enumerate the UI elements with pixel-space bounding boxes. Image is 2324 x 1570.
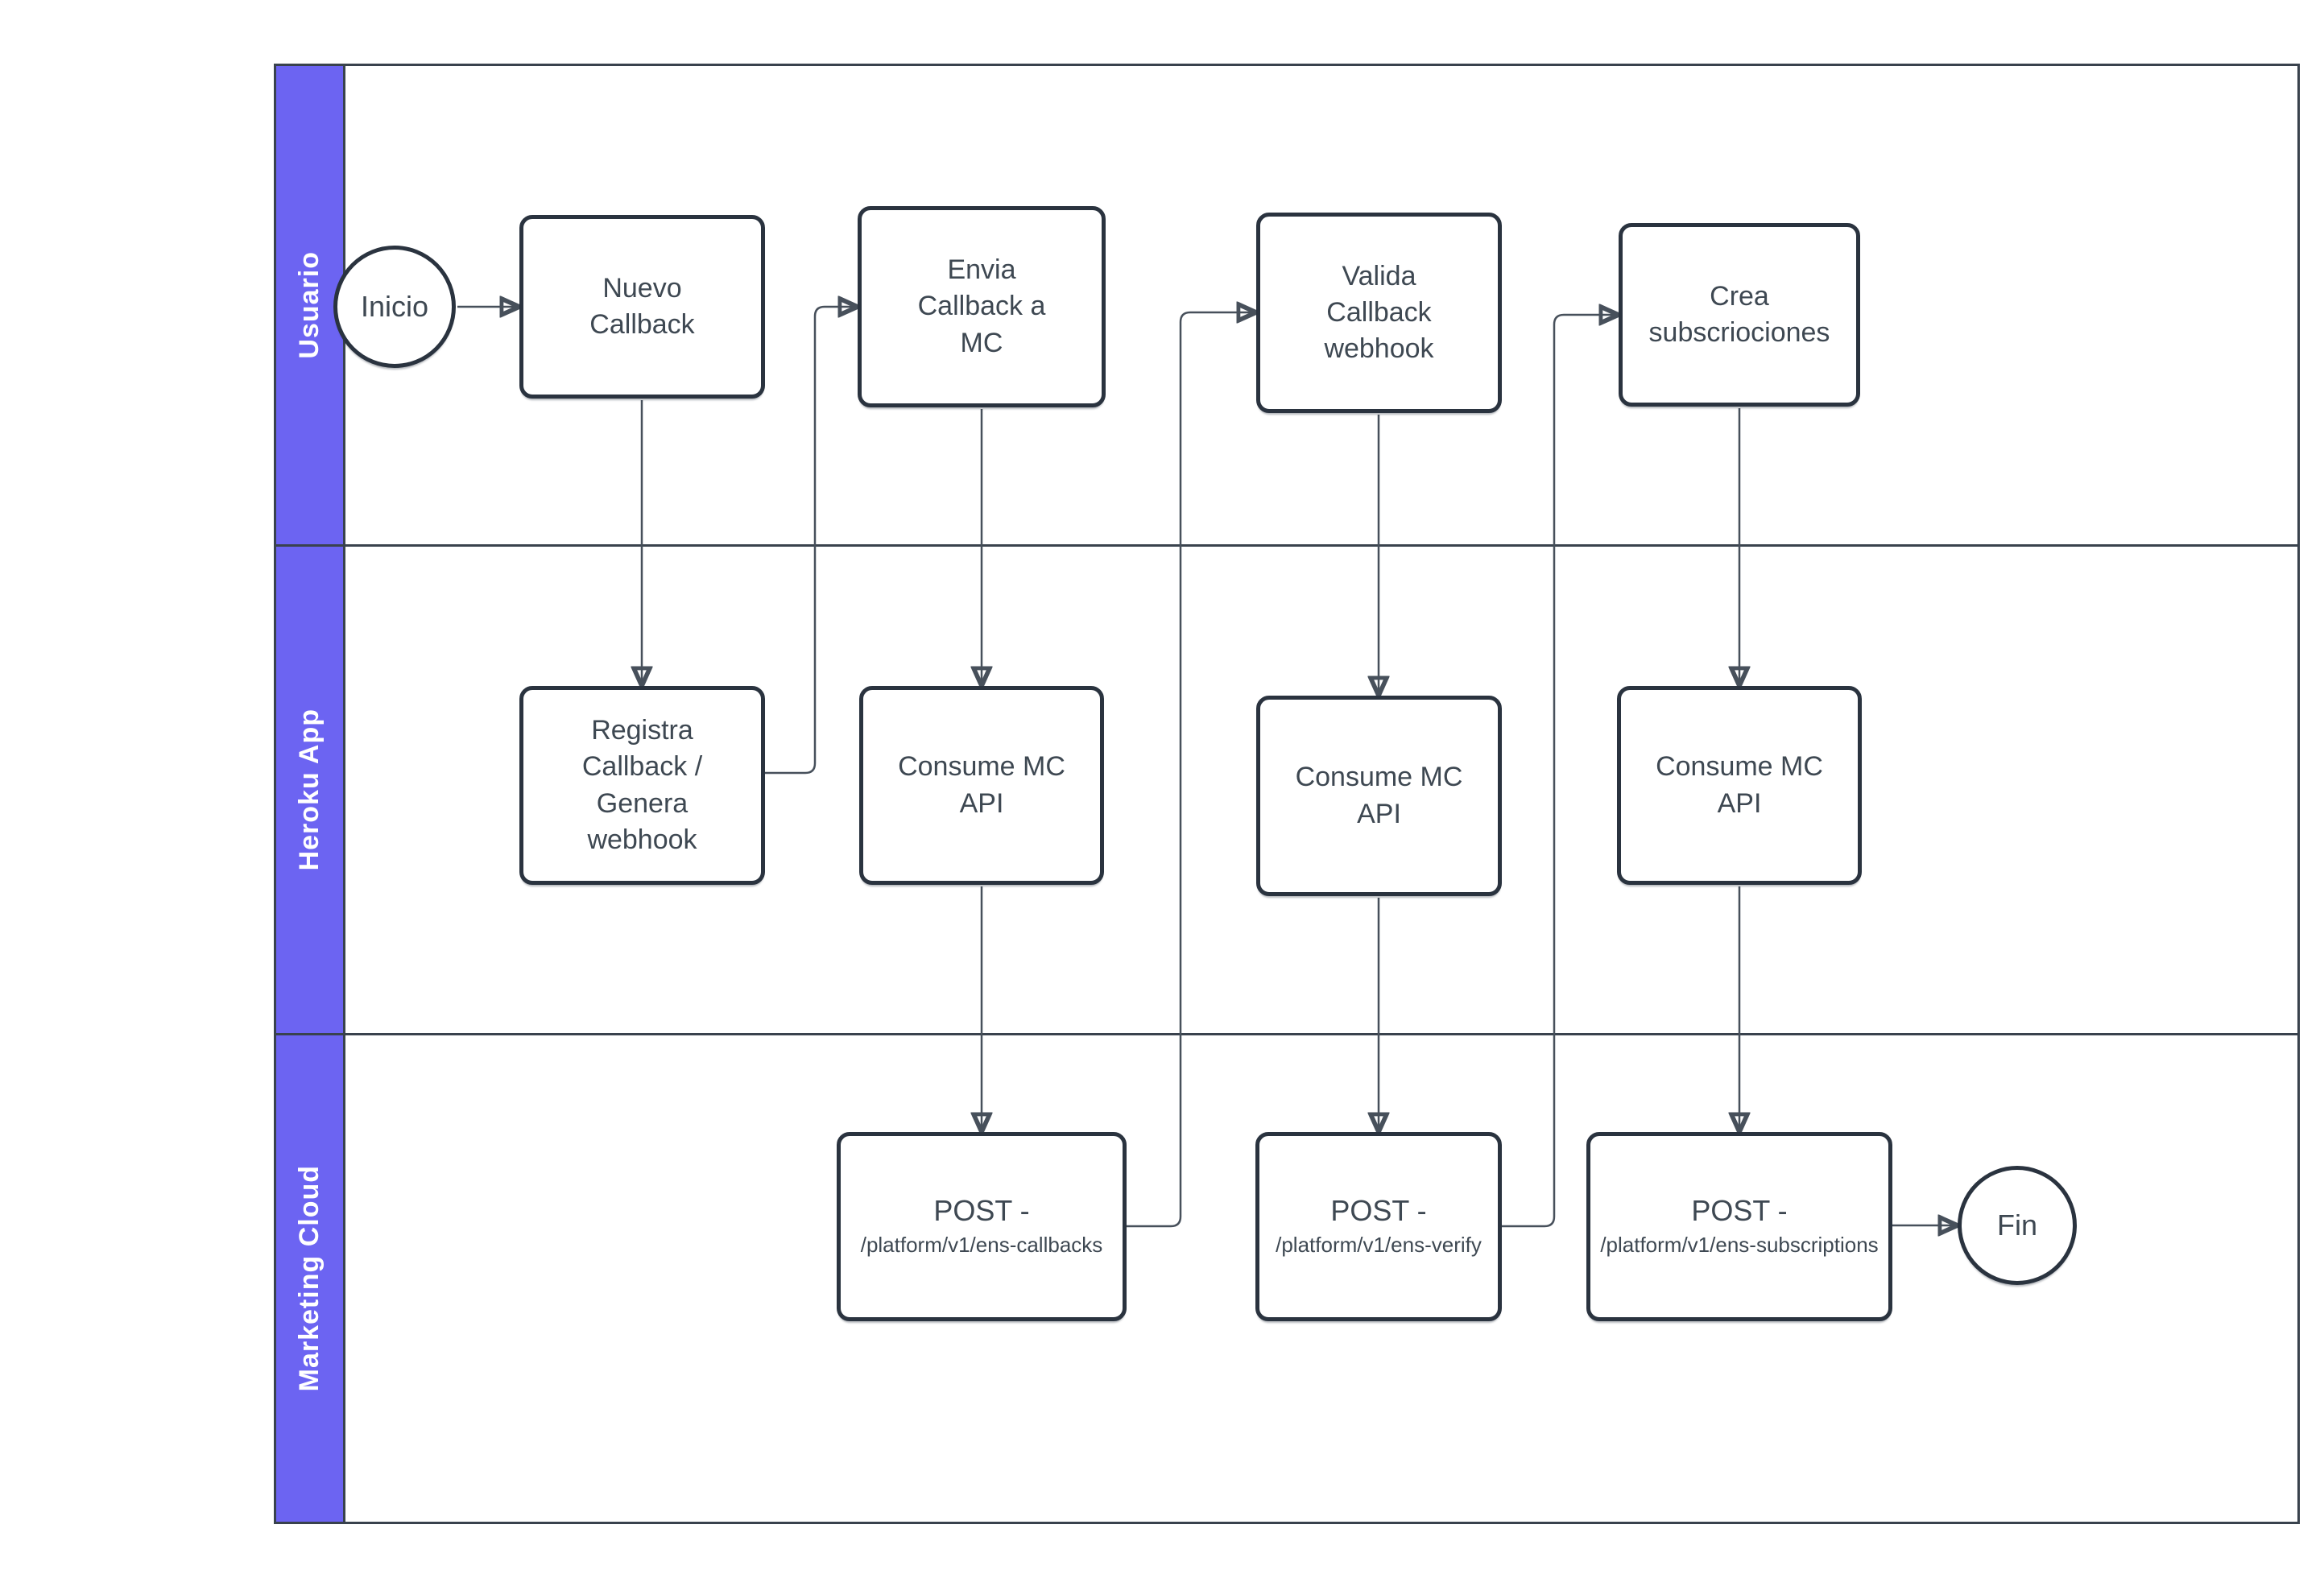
process-crea-subscriociones-label: Crea subscriociones <box>1648 280 1830 348</box>
process-consume-mc-api-2-label: Consume MC API <box>1295 762 1463 829</box>
connector-registra-callback-to-envia-callback <box>765 307 858 775</box>
process-post-ens-verify: POST - /platform/v1/ens-verify <box>1255 1132 1502 1321</box>
lane-heroku-app-band: Heroku App <box>276 547 345 1033</box>
process-consume-mc-api-1-label: Consume MC API <box>898 751 1065 819</box>
process-envia-callback-a-mc-label: Envia Callback a MC <box>917 254 1046 358</box>
process-consume-mc-api-1: Consume MC API <box>859 686 1104 885</box>
lane-marketing-cloud-band: Marketing Cloud <box>276 1035 345 1522</box>
process-envia-callback-a-mc: Envia Callback a MC <box>858 206 1106 407</box>
process-post-ens-subscriptions: POST - /platform/v1/ens-subscriptions <box>1586 1132 1892 1321</box>
end-node-fin: Fin <box>1958 1166 2077 1285</box>
process-crea-subscriociones: Crea subscriociones <box>1619 223 1860 407</box>
process-valida-callback-webhook: Valida Callback webhook <box>1256 213 1502 413</box>
process-post-ens-callbacks-path: /platform/v1/ens-callbacks <box>860 1233 1103 1258</box>
process-post-ens-callbacks: POST - /platform/v1/ens-callbacks <box>837 1132 1127 1321</box>
process-post-ens-subscriptions-path: /platform/v1/ens-subscriptions <box>1600 1233 1879 1258</box>
process-nuevo-callback: Nuevo Callback <box>519 215 765 399</box>
process-post-ens-verify-path: /platform/v1/ens-verify <box>1276 1233 1482 1258</box>
process-valida-callback-webhook-label: Valida Callback webhook <box>1324 260 1434 365</box>
connector-post-ens-verify-to-crea-subscriociones <box>1502 315 1619 1228</box>
start-node-inicio: Inicio <box>333 246 456 368</box>
start-node-inicio-label: Inicio <box>360 290 429 324</box>
process-registra-callback-genera-webhook-label: Registra Callback / Genera webhook <box>581 715 703 855</box>
end-node-fin-label: Fin <box>1996 1208 2037 1242</box>
process-consume-mc-api-2: Consume MC API <box>1256 696 1502 896</box>
process-nuevo-callback-label: Nuevo Callback <box>589 272 695 340</box>
connector-post-ens-callbacks-to-valida-callback <box>1127 312 1256 1228</box>
process-post-ens-verify-title: POST - <box>1330 1193 1427 1227</box>
process-post-ens-callbacks-title: POST - <box>933 1193 1030 1227</box>
process-consume-mc-api-3-label: Consume MC API <box>1656 751 1823 819</box>
process-consume-mc-api-3: Consume MC API <box>1617 686 1862 885</box>
process-registra-callback-genera-webhook: Registra Callback / Genera webhook <box>519 686 765 885</box>
process-post-ens-subscriptions-title: POST - <box>1691 1193 1788 1227</box>
